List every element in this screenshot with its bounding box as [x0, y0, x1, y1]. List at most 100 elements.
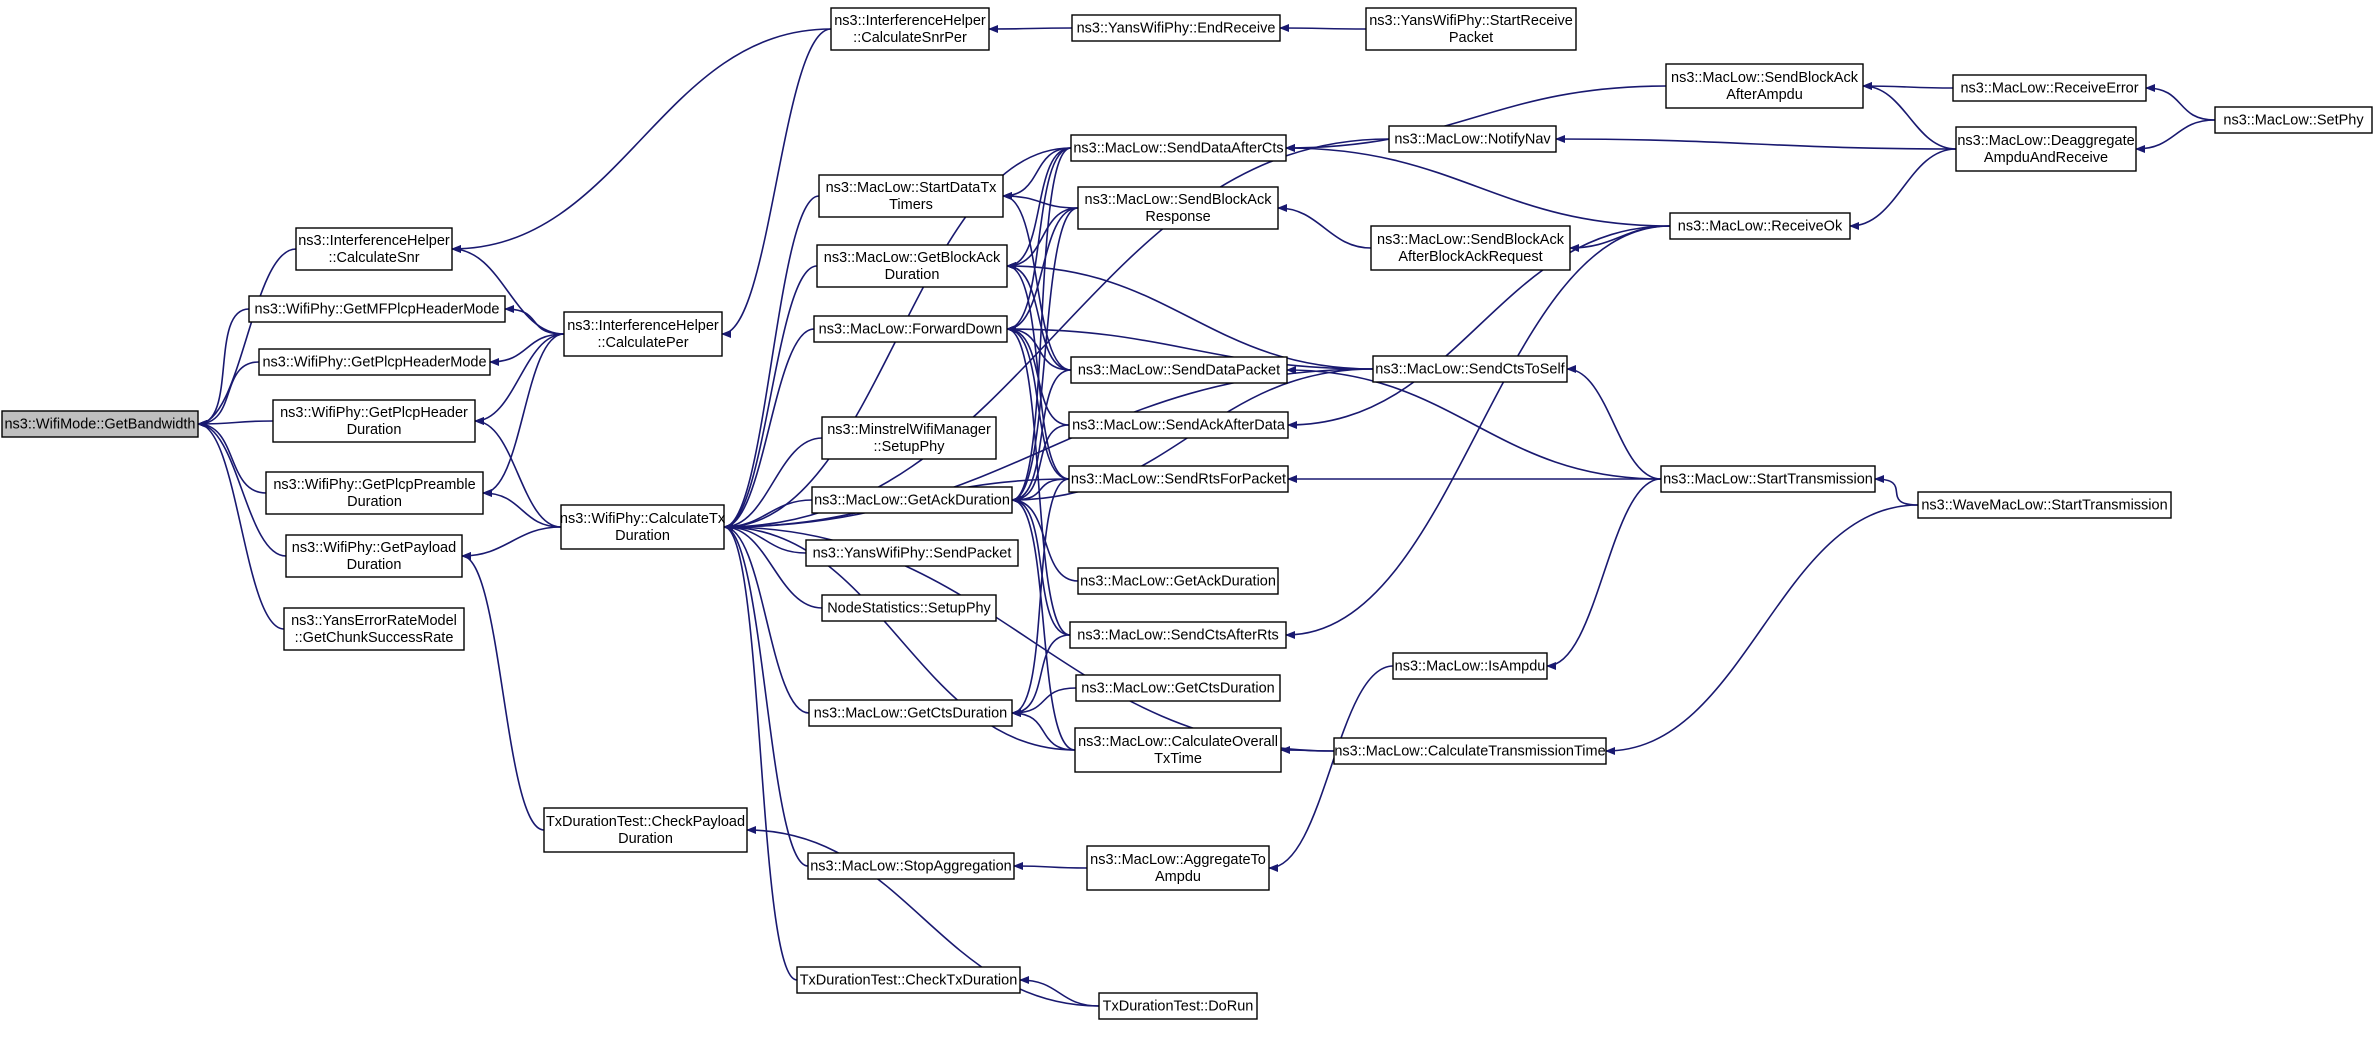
edge-endrecv-to-calcsnrper — [988, 24, 1073, 33]
node-checktx[interactable]: TxDurationTest::CheckTxDuration — [796, 966, 1021, 994]
edge-senddatapacket-to-fwddown — [1006, 325, 1072, 371]
node-endrecv[interactable]: ns3::YansWifiPhy::EndReceive — [1071, 14, 1281, 42]
node-notifynav[interactable]: ns3::MacLow::NotifyNav — [1388, 125, 1557, 153]
node-label: ::CalculateSnrPer — [853, 30, 967, 46]
node-sendctsafterrts[interactable]: ns3::MacLow::SendCtsAfterRts — [1069, 621, 1287, 649]
node-label: TxDurationTest::CheckTxDuration — [800, 973, 1018, 989]
edge-starttrans-to-senddatapacket — [1286, 366, 1662, 480]
node-box — [265, 471, 484, 515]
node-starttrans[interactable]: ns3::MacLow::StartTransmission — [1660, 465, 1876, 493]
node-box — [1388, 125, 1557, 153]
node-sendbaafterbar[interactable]: ns3::MacLow::SendBlockAckAfterBlockAckRe… — [1370, 225, 1571, 271]
node-box — [272, 399, 476, 443]
node-label: Duration — [347, 494, 402, 510]
node-box — [1077, 567, 1279, 595]
node-senddataaftercts[interactable]: ns3::MacLow::SendDataAfterCts — [1070, 134, 1287, 162]
node-sendackafterdata[interactable]: ns3::MacLow::SendAckAfterData — [1068, 411, 1289, 439]
node-minstrel[interactable]: ns3::MinstrelWifiManager::SetupPhy — [821, 416, 997, 460]
node-box — [805, 539, 1019, 567]
edge-getplcphm-to-getbandwidth — [197, 361, 260, 428]
node-sendrtsforpacket[interactable]: ns3::MacLow::SendRtsForPacket — [1068, 465, 1289, 493]
node-getbandwidth[interactable]: ns3::WifiMode::GetBandwidth — [1, 410, 199, 438]
node-label: ns3::InterferenceHelper — [834, 13, 986, 29]
node-calcsnrper[interactable]: ns3::InterferenceHelper::CalculateSnrPer — [830, 7, 990, 51]
node-yanserr[interactable]: ns3::YansErrorRateModel::GetChunkSuccess… — [283, 607, 465, 651]
node-box — [2214, 106, 2373, 134]
edge-calctx-to-getplcphd — [474, 417, 562, 528]
node-box — [1098, 992, 1258, 1020]
node-label: AmpduAndReceive — [1984, 150, 2108, 166]
node-getctsdur2[interactable]: ns3::MacLow::GetCtsDuration — [1075, 674, 1281, 702]
edge-stopagg-to-calctx — [723, 523, 809, 867]
node-setphy[interactable]: ns3::MacLow::SetPhy — [2214, 106, 2373, 134]
node-receiveok[interactable]: ns3::MacLow::ReceiveOk — [1669, 212, 1851, 240]
node-calctranstime[interactable]: ns3::MacLow::CalculateTransmissionTime — [1333, 737, 1607, 765]
node-box — [1, 410, 199, 438]
node-box — [1365, 7, 1577, 51]
node-box — [1952, 74, 2147, 102]
node-box — [1086, 845, 1270, 891]
edge-sendblockackresp-to-getblockack — [1006, 207, 1079, 270]
node-label: AfterAmpdu — [1726, 87, 1803, 103]
edge-sendblockackresp-to-fwddown — [1006, 207, 1079, 333]
node-label: ns3::MacLow::SendBlockAck — [1671, 70, 1859, 86]
edge-calcper-to-calcsnr — [451, 245, 565, 335]
node-senddatapacket[interactable]: ns3::MacLow::SendDataPacket — [1070, 356, 1288, 384]
node-label: ns3::WifiMode::GetBandwidth — [4, 417, 195, 433]
edge-calctx-to-getpayload — [461, 526, 562, 560]
node-sendpacket[interactable]: ns3::YansWifiPhy::SendPacket — [805, 539, 1019, 567]
node-stopagg[interactable]: ns3::MacLow::StopAggregation — [807, 852, 1015, 880]
edge-sendctstoself-to-getblockack — [1006, 262, 1374, 370]
node-nodestats[interactable]: NodeStatistics::SetupPhy — [821, 594, 997, 622]
node-getctsdur[interactable]: ns3::MacLow::GetCtsDuration — [808, 699, 1013, 727]
edge-dorun-to-checktx — [1019, 976, 1100, 1007]
node-label: ns3::YansWifiPhy::SendPacket — [813, 546, 1012, 562]
node-wavestarttrans[interactable]: ns3::WaveMacLow::StartTransmission — [1917, 491, 2172, 519]
node-label: ns3::MacLow::ForwardDown — [819, 322, 1003, 338]
edge-wavestarttrans-to-starttrans — [1874, 475, 1919, 506]
node-getplcphm[interactable]: ns3::WifiPhy::GetPlcpHeaderMode — [258, 348, 491, 376]
edge-setphy-to-receiveerror — [2145, 84, 2216, 121]
edge-dorun-to-checkpayload — [746, 826, 1100, 1007]
node-label: ns3::MacLow::StartTransmission — [1663, 472, 1873, 488]
node-getackdur[interactable]: ns3::MacLow::GetAckDuration — [811, 486, 1013, 514]
node-getackdur2[interactable]: ns3::MacLow::GetAckDuration — [1077, 567, 1279, 595]
node-calcper[interactable]: ns3::InterferenceHelper::CalculatePer — [563, 311, 723, 357]
edge-senddataaftercts-to-startdatatx — [1002, 147, 1072, 200]
node-box — [295, 227, 453, 271]
node-box — [1077, 186, 1279, 230]
node-box — [285, 534, 463, 578]
node-getmfplcp[interactable]: ns3::WifiPhy::GetMFPlcpHeaderMode — [248, 295, 506, 323]
node-label: Duration — [347, 422, 402, 438]
nodes: ns3::WifiMode::GetBandwidth ns3::Interfer… — [1, 7, 2373, 1020]
node-calcsnr[interactable]: ns3::InterferenceHelper::CalculateSnr — [295, 227, 453, 271]
node-fwddown[interactable]: ns3::MacLow::ForwardDown — [813, 315, 1008, 343]
node-label: NodeStatistics::SetupPhy — [827, 601, 991, 617]
node-dorun[interactable]: TxDurationTest::DoRun — [1098, 992, 1258, 1020]
edge-starttrans-to-isampdu — [1546, 478, 1662, 670]
node-receiveerror[interactable]: ns3::MacLow::ReceiveError — [1952, 74, 2147, 102]
node-label: AfterBlockAckRequest — [1398, 249, 1542, 265]
node-sendctstoself[interactable]: ns3::MacLow::SendCtsToSelf — [1372, 355, 1568, 383]
node-label: Ampdu — [1155, 869, 1201, 885]
node-box — [1372, 355, 1568, 383]
node-label: ns3::MacLow::GetAckDuration — [1080, 574, 1276, 590]
node-label: ns3::MacLow::SendDataPacket — [1078, 363, 1280, 379]
node-label: ::CalculateSnr — [328, 250, 419, 266]
node-isampdu[interactable]: ns3::MacLow::IsAmpdu — [1392, 652, 1548, 680]
node-box — [830, 7, 990, 51]
